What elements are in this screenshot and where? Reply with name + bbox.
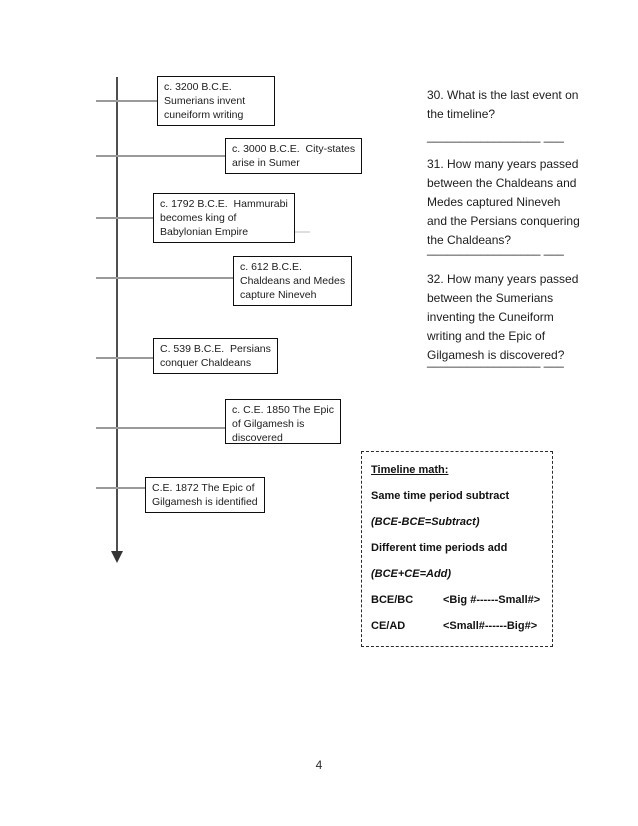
math-row-ce: CE/AD <Small#------Big#> (371, 613, 543, 639)
question-text-line: and the Persians conquering (427, 214, 580, 228)
question-text-line: the timeline? (427, 107, 496, 121)
math-formula-bce-ce: (BCE+CE=Add) (371, 568, 452, 580)
timeline-axis-line (116, 77, 118, 552)
event-text-line: c. 3200 B.C.E. (164, 81, 232, 93)
timeline-connector-1 (96, 100, 157, 102)
question-text-line: 32. How many years passed (427, 272, 579, 286)
timeline-arrowhead-icon (111, 551, 123, 563)
math-formula-bce-bce: (BCE-BCE=Subtract) (371, 516, 480, 528)
question-31: 31. How many years passed between the Ch… (427, 155, 580, 250)
answer-blank-32: _________________ ___ (427, 354, 564, 368)
timeline-event-1850-ce: c. C.E. 1850 The Epic of Gilgamesh is di… (225, 399, 341, 444)
answer-blank-31: _________________ ___ (427, 242, 564, 256)
stray-mark (280, 231, 310, 233)
timeline-event-1792-bce: c. 1792 B.C.E. Hammurabi becomes king of… (153, 193, 295, 243)
bce-label: BCE/BC (371, 594, 414, 606)
bce-number-order: <Big #------Small#> (443, 594, 541, 606)
event-text-line: Babylonian Empire (160, 226, 249, 238)
math-rule-same-period: Same time period subtract (371, 490, 510, 502)
event-text-line: becomes king of (160, 212, 237, 224)
question-text-line: inventing the Cuneiform (427, 310, 554, 324)
event-text-line: capture Nineveh (240, 289, 317, 301)
timeline-event-539-bce: C. 539 B.C.E. Persians conquer Chaldeans (153, 338, 278, 374)
timeline-connector-7 (96, 487, 145, 489)
event-text-line: of Gilgamesh is (232, 418, 305, 430)
event-text-line: Gilgamesh is identified (152, 496, 258, 508)
event-text-line: c. 3000 B.C.E. City-states (232, 143, 356, 155)
timeline-event-3200-bce: c. 3200 B.C.E. Sumerians invent cuneifor… (157, 76, 275, 126)
event-text-line: Chaldeans and Medes (240, 275, 346, 287)
timeline-connector-4 (96, 277, 233, 279)
event-text-line: c. 1792 B.C.E. Hammurabi (160, 198, 288, 210)
timeline-event-1872-ce: C.E. 1872 The Epic of Gilgamesh is ident… (145, 477, 265, 513)
timeline-connector-3 (96, 217, 153, 219)
answer-blank-30: _________________ ___ (427, 129, 564, 143)
math-rule-different-period: Different time periods add (371, 542, 508, 554)
question-text-line: between the Sumerians (427, 291, 554, 305)
question-text-line: writing and the Epic of (427, 329, 546, 343)
question-text-line: Medes captured Nineveh (427, 195, 561, 209)
math-row-bce: BCE/BC <Big #------Small#> (371, 587, 543, 613)
question-text-line: the Chaldeans? (427, 233, 512, 247)
ce-label: CE/AD (371, 620, 406, 632)
event-text-line: discovered (232, 432, 283, 444)
event-text-line: arise in Sumer (232, 157, 300, 169)
event-text-line: Sumerians invent (164, 95, 246, 107)
event-text-line: C.E. 1872 The Epic of (152, 482, 255, 494)
event-text-line: cuneiform writing (164, 109, 244, 121)
timeline-event-612-bce: c. 612 B.C.E. Chaldeans and Medes captur… (233, 256, 353, 306)
question-text-line: between the Chaldeans and (427, 176, 577, 190)
event-text-line: C. 539 B.C.E. Persians (160, 343, 271, 355)
math-note-title: Timeline math: (371, 464, 449, 476)
timeline-connector-2 (96, 155, 225, 157)
question-text-line: Gilgamesh is discovered? (427, 348, 565, 362)
question-30: 30. What is the last event on the timeli… (427, 86, 579, 124)
question-text-line: 30. What is the last event on (427, 88, 579, 102)
event-text-line: c. C.E. 1850 The Epic (232, 404, 334, 416)
page-number: 4 (315, 758, 323, 772)
event-text-line: c. 612 B.C.E. (240, 261, 302, 273)
ce-number-order: <Small#------Big#> (443, 620, 538, 632)
event-text-line: conquer Chaldeans (160, 357, 252, 369)
question-text-line: 31. How many years passed (427, 157, 579, 171)
question-32: 32. How many years passed between the Su… (427, 270, 579, 365)
timeline-connector-5 (96, 357, 153, 359)
timeline-connector-6 (96, 427, 225, 429)
timeline-event-3000-bce: c. 3000 B.C.E. City-states arise in Sume… (225, 138, 363, 174)
timeline-math-note: Timeline math: Same time period subtract… (361, 451, 553, 647)
